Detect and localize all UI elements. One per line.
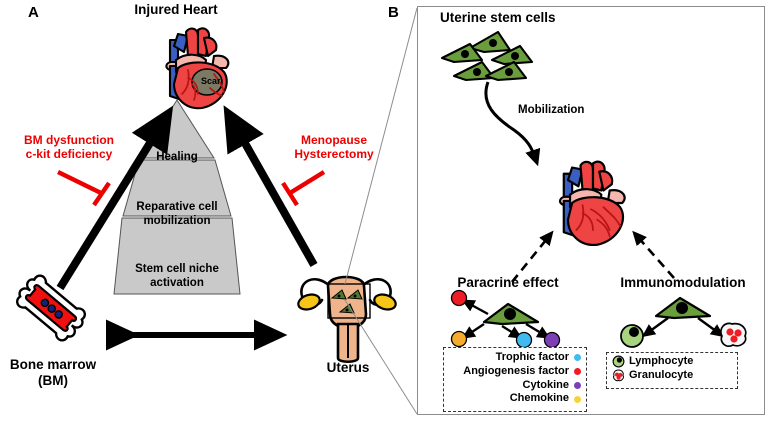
uterine-stem-cells-title: Uterine stem cells (440, 10, 556, 25)
legend-item: Cytokine (449, 379, 581, 393)
cytokine-dot-icon (574, 381, 581, 389)
panel-a-letter: A (28, 4, 39, 21)
cytokine-dot (543, 331, 561, 349)
uterus-stem-cell-zoom-box (327, 283, 371, 319)
legend-item: Trophic factor (449, 351, 581, 365)
pyramid-tier-mobilization-line2: mobilization (143, 215, 211, 227)
uterine-stem-cell-cluster (440, 30, 550, 84)
legend-label: Trophic factor (495, 351, 569, 363)
mobilization-label: Mobilization (518, 104, 585, 116)
panel-a-inhibitors (57, 170, 326, 207)
arrow-bm-to-heart (56, 105, 174, 291)
legend-label: Angiogenesis factor (463, 364, 569, 377)
injured-heart-title: Injured Heart (134, 2, 218, 17)
legend-item: Granulocyte (612, 369, 732, 383)
legend-label: Lymphocyte (629, 355, 694, 367)
legend-item: Lymphocyte (612, 355, 732, 369)
trophic-factor-dot (515, 331, 533, 349)
inhibitor-line-left (57, 170, 102, 195)
trophic-factor-dot-icon (574, 354, 581, 362)
angiogenesis-factor-dot (450, 289, 468, 307)
panel-a-arrows (56, 105, 318, 351)
legend-label: Cytokine (522, 378, 569, 391)
paracrine-legend: Trophic factor Angiogenesis factor Cytok… (443, 347, 587, 412)
inhibitor-right-label-line1: Menopause (300, 133, 367, 147)
heart-icon (545, 155, 641, 251)
chemokine-dot (450, 330, 468, 348)
legend-label: Chemokine (509, 392, 569, 405)
pyramid-tier-niche-line2: activation (150, 277, 204, 289)
injured-heart-icon: Scar (152, 22, 244, 114)
paracrine-cell-group (440, 289, 590, 349)
arrow-immuno-to-heart (632, 230, 675, 279)
legend-label: Granulocyte (629, 368, 694, 381)
immuno-legend: Lymphocyte Granulocyte (606, 352, 738, 389)
ovary-right (373, 293, 397, 311)
pyramid-tier-niche-line1: Stem cell niche (135, 263, 219, 275)
inhibitor-left-label-line2: c-kit deficiency (25, 147, 113, 161)
inhibitor-left-label-line1: BM dysfunction (24, 133, 114, 147)
bone-marrow-icon (8, 266, 94, 350)
bone-marrow-label-line2: (BM) (38, 373, 68, 388)
scar-label: Scar (201, 76, 221, 86)
inhibitor-line-right (288, 170, 326, 195)
angiogenesis-factor-dot-icon (574, 368, 581, 376)
legend-item: Angiogenesis factor (449, 365, 581, 379)
chemokine-dot-icon (574, 395, 581, 403)
pyramid-tier-mobilization-line1: Reparative cell (136, 201, 218, 213)
ovary-left (297, 293, 321, 311)
granulocyte-icon (613, 369, 624, 382)
granulocyte-icon (720, 322, 747, 347)
immuno-cell-group (612, 290, 752, 348)
immunomodulation-title: Immunomodulation (620, 275, 746, 290)
inhibitor-right-label-line2: Hysterectomy (294, 147, 374, 161)
mobilization-arrow (470, 80, 600, 170)
lymphocyte-icon (612, 355, 625, 368)
inhibitor-bar-left (92, 181, 111, 207)
arrow-paracrine-to-heart (510, 230, 554, 283)
panel-b-dashed-arrows (417, 6, 765, 415)
legend-item: Chemokine (449, 392, 581, 406)
uterus-label: Uterus (326, 360, 370, 375)
arrow-uterus-to-heart (223, 105, 318, 267)
paracrine-effect-title: Paracrine effect (457, 275, 559, 290)
inhibitor-bar-right (281, 181, 299, 207)
panel-b-letter: B (388, 4, 399, 21)
bone-marrow-label-line1: Bone marrow (9, 357, 97, 372)
